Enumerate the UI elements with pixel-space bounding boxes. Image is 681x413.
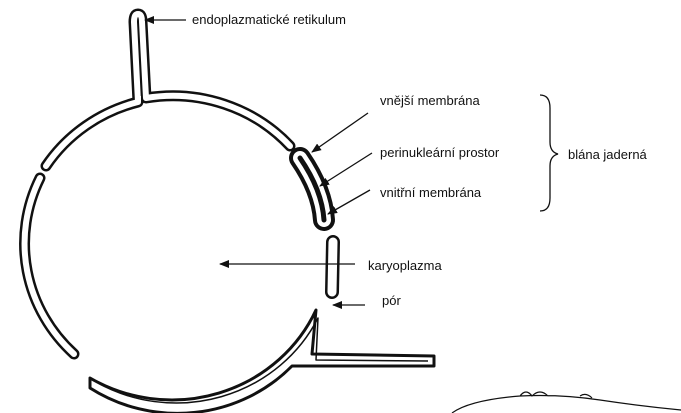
cell-outline-fragment: [452, 392, 681, 413]
envelope-segment-bottom: [90, 310, 434, 413]
label-nuclear-envelope: blána jaderná: [568, 147, 648, 162]
envelope-segment-right-upper: [300, 158, 324, 220]
nuclear-envelope: [25, 14, 434, 413]
envelope-segment-right-lower: [332, 242, 333, 292]
label-pore: pór: [382, 293, 401, 308]
label-perinuclear-space: perinukleární prostor: [380, 145, 500, 160]
envelope-segment-left: [25, 178, 74, 354]
curly-brace: [540, 95, 558, 211]
label-karyoplasm: karyoplazma: [368, 258, 442, 273]
perinuclear-space-arrow: [320, 153, 372, 186]
label-er: endoplazmatické retikulum: [192, 12, 346, 27]
envelope-segment-top: [46, 14, 290, 166]
outer-membrane-arrow: [312, 113, 368, 152]
label-inner-membrane: vnitřní membrána: [380, 185, 482, 200]
label-outer-membrane: vnější membrána: [380, 93, 480, 108]
inner-membrane-arrow: [328, 190, 370, 214]
